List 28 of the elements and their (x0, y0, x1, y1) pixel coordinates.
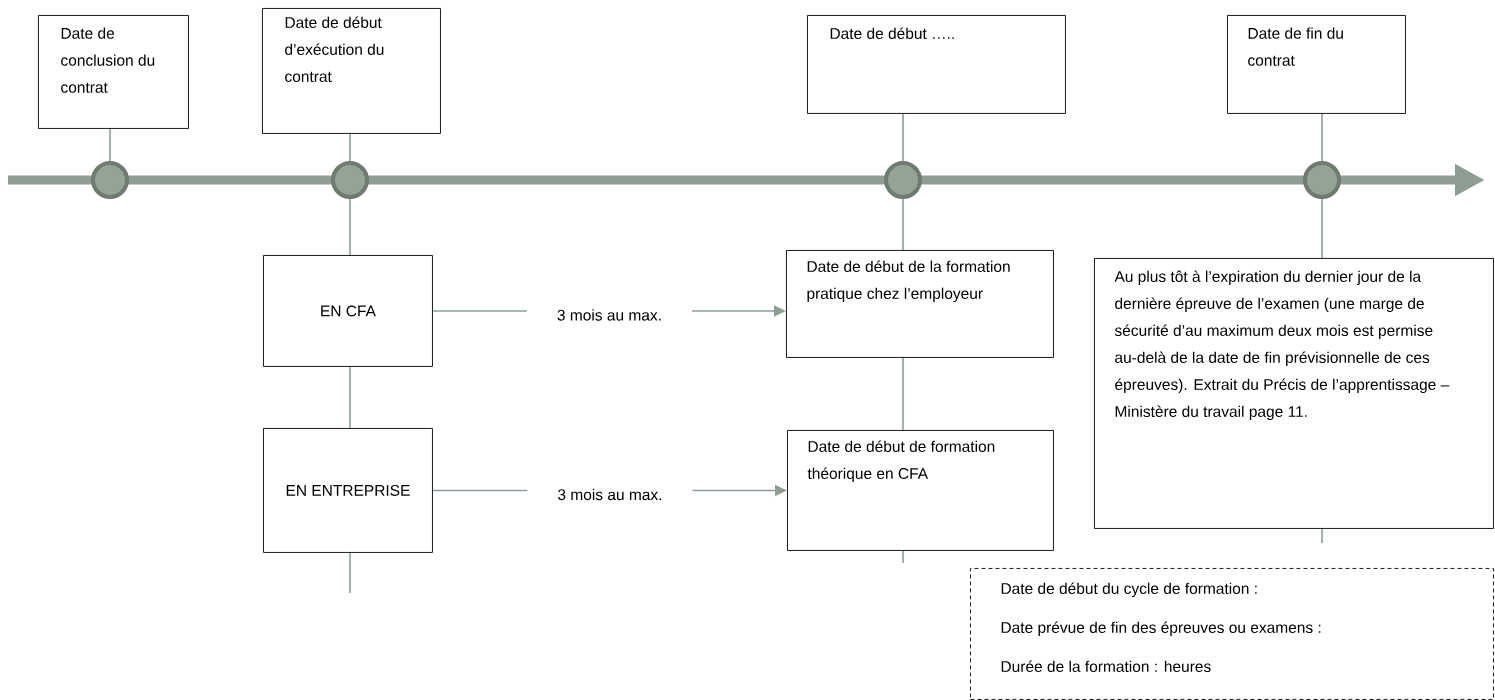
milestone-circle (331, 161, 369, 199)
phase-box: EN CFA (263, 255, 433, 367)
connector-line (109, 128, 111, 162)
info-box: Date de début du cycle de formation : Date prévue de fin des épreuves ou examens : Durée de la formation : heures (970, 568, 1494, 700)
date-box: Date de début d’exécution du contrat (262, 8, 441, 134)
connector-line (349, 133, 351, 162)
date-box: Date de début de la formation pratique chez l’employeur (786, 250, 1054, 358)
date-box: Date de début ….. (807, 15, 1066, 114)
date-box: Date de début de formation théorique en CFA (787, 430, 1054, 551)
connector-line (349, 552, 351, 594)
milestone-circle (884, 161, 922, 199)
edge-label: 3 mois au max. (557, 309, 661, 321)
connector-line (1321, 528, 1323, 544)
date-box: Date de conclusion du contrat (38, 15, 189, 129)
connector-line (349, 366, 351, 429)
note-box: Au plus tôt à l’expiration du dernier jour de la dernière épreuve de l’examen (une marge de sécurité d’au maximum deux mois est permise au-delà de la date de fin prévisionnelle de ces épreuves). Extrait du Précis de l’apprentissage – Ministère du travail page 11. (1094, 258, 1494, 529)
phase-box: EN ENTREPRISE (263, 428, 433, 553)
connector-line (1321, 113, 1323, 162)
connector-line (902, 113, 904, 162)
milestone-circle (91, 161, 129, 199)
connector-line (902, 550, 904, 564)
edge-label: 3 mois au max. (558, 488, 662, 501)
connector-line (902, 357, 904, 431)
milestone-circle (1303, 161, 1341, 199)
connector-line (349, 198, 351, 256)
connector-line (902, 198, 904, 251)
connector-line (1321, 198, 1323, 259)
date-box: Date de fin du contrat (1227, 15, 1406, 114)
